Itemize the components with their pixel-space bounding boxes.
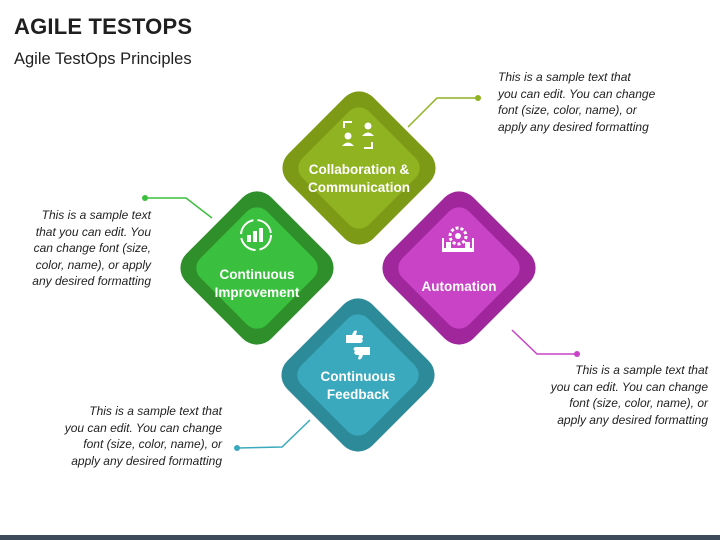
connector-collaboration: [407, 97, 478, 128]
diamond-collaboration: [282, 91, 436, 245]
connector-dot-automation: [574, 351, 580, 357]
diamond-automation: [382, 191, 536, 345]
connector-feedback: [236, 419, 311, 449]
improvement-chart-icon: [240, 219, 272, 251]
connector-dot-improvement: [142, 195, 148, 201]
connector-improvement: [145, 197, 213, 219]
connector-dot-collaboration: [475, 95, 481, 101]
page-title: AGILE TESTOPS: [14, 14, 193, 39]
label-feedback: Continuous Feedback: [320, 369, 396, 402]
connectors: [142, 95, 580, 451]
note-automation: This is a sample text that you can edit.…: [550, 363, 708, 427]
connector-automation: [511, 329, 577, 355]
bottom-bar: [0, 535, 720, 540]
diamond-improvement: [180, 191, 334, 345]
note-improvement: This is a sample text that you can edit.…: [32, 208, 151, 288]
label-collaboration: Collaboration & Communication: [307, 162, 410, 195]
feedback-thumbs-icon: [346, 330, 370, 360]
automation-gear-icon: [442, 226, 474, 252]
note-feedback: This is a sample text that you can edit.…: [64, 404, 222, 468]
connector-dot-feedback: [234, 445, 240, 451]
label-automation: Automation: [421, 279, 497, 294]
diamond-feedback: [281, 298, 435, 452]
label-improvement: Continuous Improvement: [214, 267, 300, 300]
page-subtitle: Agile TestOps Principles: [14, 50, 192, 68]
collaboration-icon: [342, 121, 374, 149]
note-collaboration: This is a sample text that you can edit.…: [498, 70, 656, 134]
